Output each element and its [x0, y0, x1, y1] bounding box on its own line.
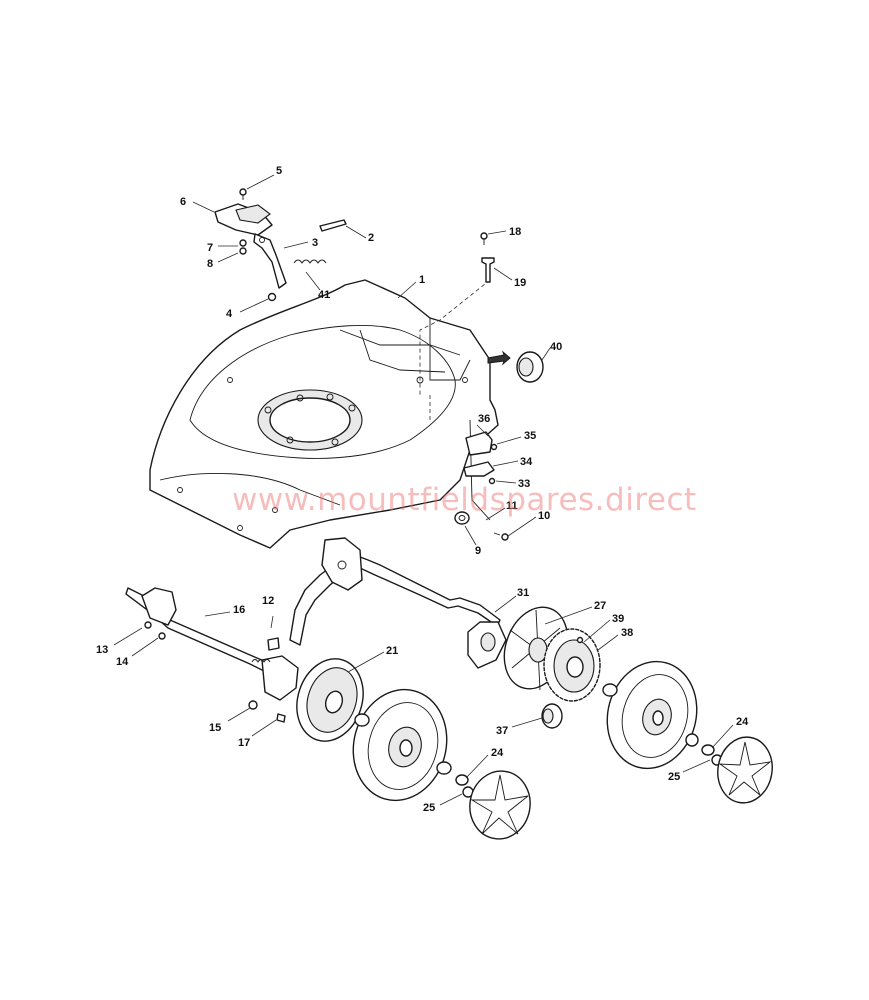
callout-24-rear: 24 [736, 716, 749, 728]
rear-wheel-cap [717, 736, 773, 804]
washer-bolts [454, 511, 509, 541]
callout-39: 39 [612, 613, 624, 625]
front-wheel [352, 688, 474, 802]
callout-8: 8 [207, 258, 213, 270]
callout-25-front: 25 [423, 802, 435, 814]
rear-wheel [602, 660, 723, 770]
callout-34: 34 [520, 456, 533, 468]
watermark-text: www.mountfieldspares.direct [232, 482, 697, 518]
front-wheel-cap [469, 770, 531, 840]
callout-5: 5 [276, 165, 282, 177]
callout-35: 35 [524, 430, 536, 442]
height-lever-assembly [214, 188, 347, 302]
callout-6: 6 [180, 196, 186, 208]
callout-1: 1 [419, 274, 425, 286]
callout-4: 4 [226, 308, 233, 320]
callout-41: 41 [318, 289, 330, 301]
callout-9: 9 [475, 545, 481, 557]
callout-25-rear: 25 [668, 771, 680, 783]
callout-36: 36 [478, 413, 490, 425]
callout-labels: 5 6 7 8 3 2 41 4 1 18 19 40 36 35 34 33 … [96, 165, 749, 814]
callout-2: 2 [368, 232, 374, 244]
callout-38: 38 [621, 627, 633, 639]
rear-axle-bar [289, 537, 507, 669]
rear-roller [487, 350, 544, 383]
callout-17: 15 [209, 722, 221, 734]
callout-10: 10 [538, 510, 550, 522]
callout-7: 7 [207, 242, 213, 254]
callout-13: 13 [96, 644, 108, 656]
leader-lines [113, 174, 734, 806]
axle-clips [463, 431, 498, 485]
callout-12: 12 [262, 595, 274, 607]
callout-27: 27 [594, 600, 606, 612]
callout-21: 21 [386, 645, 398, 657]
mower-deck [149, 279, 499, 549]
callout-14: 14 [116, 656, 129, 668]
front-axle [125, 587, 299, 723]
gear-drive [503, 606, 601, 729]
callout-11: 11 [506, 500, 518, 512]
callout-31: 31 [517, 587, 529, 599]
callout-33: 33 [518, 478, 530, 490]
callout-19: 19 [514, 277, 526, 289]
callout-16: 16 [233, 604, 245, 616]
screw-and-pin [480, 232, 495, 283]
callout-3: 3 [312, 237, 318, 249]
callout-18: 18 [509, 226, 521, 238]
callout-37: 37 [496, 725, 508, 737]
callout-15: 17 [238, 737, 250, 749]
front-hubcap [296, 658, 364, 742]
callout-24-front: 24 [491, 747, 504, 759]
callout-40: 40 [550, 341, 562, 353]
